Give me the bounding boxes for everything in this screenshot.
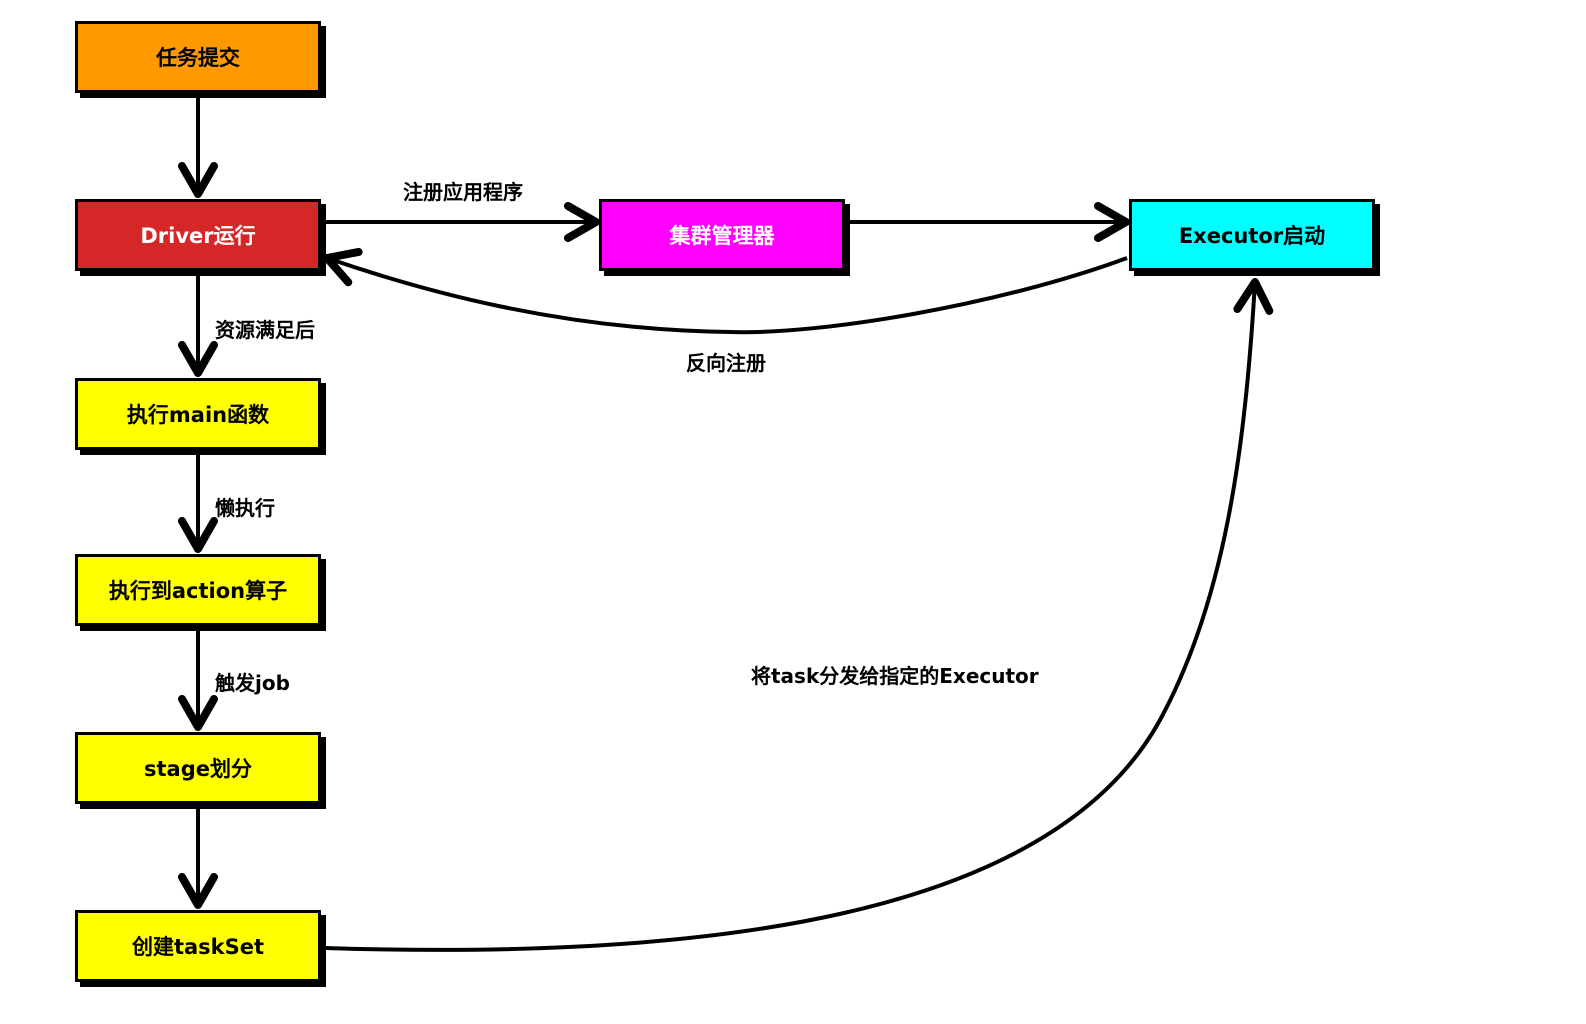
node-driver-run: Driver运行 (75, 199, 321, 271)
node-task-submit: 任务提交 (75, 21, 321, 93)
edge-label-dispatch-task: 将task分发给指定的Executor (751, 664, 1039, 688)
node-executor-start: Executor启动 (1129, 199, 1375, 271)
edge-label-reverse-register: 反向注册 (686, 351, 766, 375)
node-run-main-label: 执行main函数 (126, 403, 270, 427)
node-stage-split: stage划分 (75, 732, 321, 804)
arrow-taskset-to-executor (324, 278, 1274, 952)
node-stage-split-label: stage划分 (144, 757, 252, 781)
node-task-submit-label: 任务提交 (156, 46, 240, 70)
node-action-operator: 执行到action算子 (75, 554, 321, 626)
edge-label-resources-ready: 资源满足后 (215, 318, 315, 342)
node-cluster-manager-label: 集群管理器 (669, 224, 775, 248)
edge-label-register-app: 注册应用程序 (403, 180, 523, 204)
node-action-operator-label: 执行到action算子 (108, 579, 288, 603)
node-run-main: 执行main函数 (75, 378, 321, 450)
edge-label-trigger-job: 触发job (215, 671, 290, 695)
node-executor-start-label: Executor启动 (1178, 224, 1326, 248)
node-cluster-manager: 集群管理器 (599, 199, 845, 271)
node-driver-run-label: Driver运行 (140, 224, 256, 248)
node-create-taskset: 创建taskSet (75, 910, 321, 982)
node-create-taskset-label: 创建taskSet (131, 935, 265, 959)
edge-label-lazy-exec: 懒执行 (215, 496, 275, 520)
arrow-executor-to-driver (323, 247, 1128, 335)
